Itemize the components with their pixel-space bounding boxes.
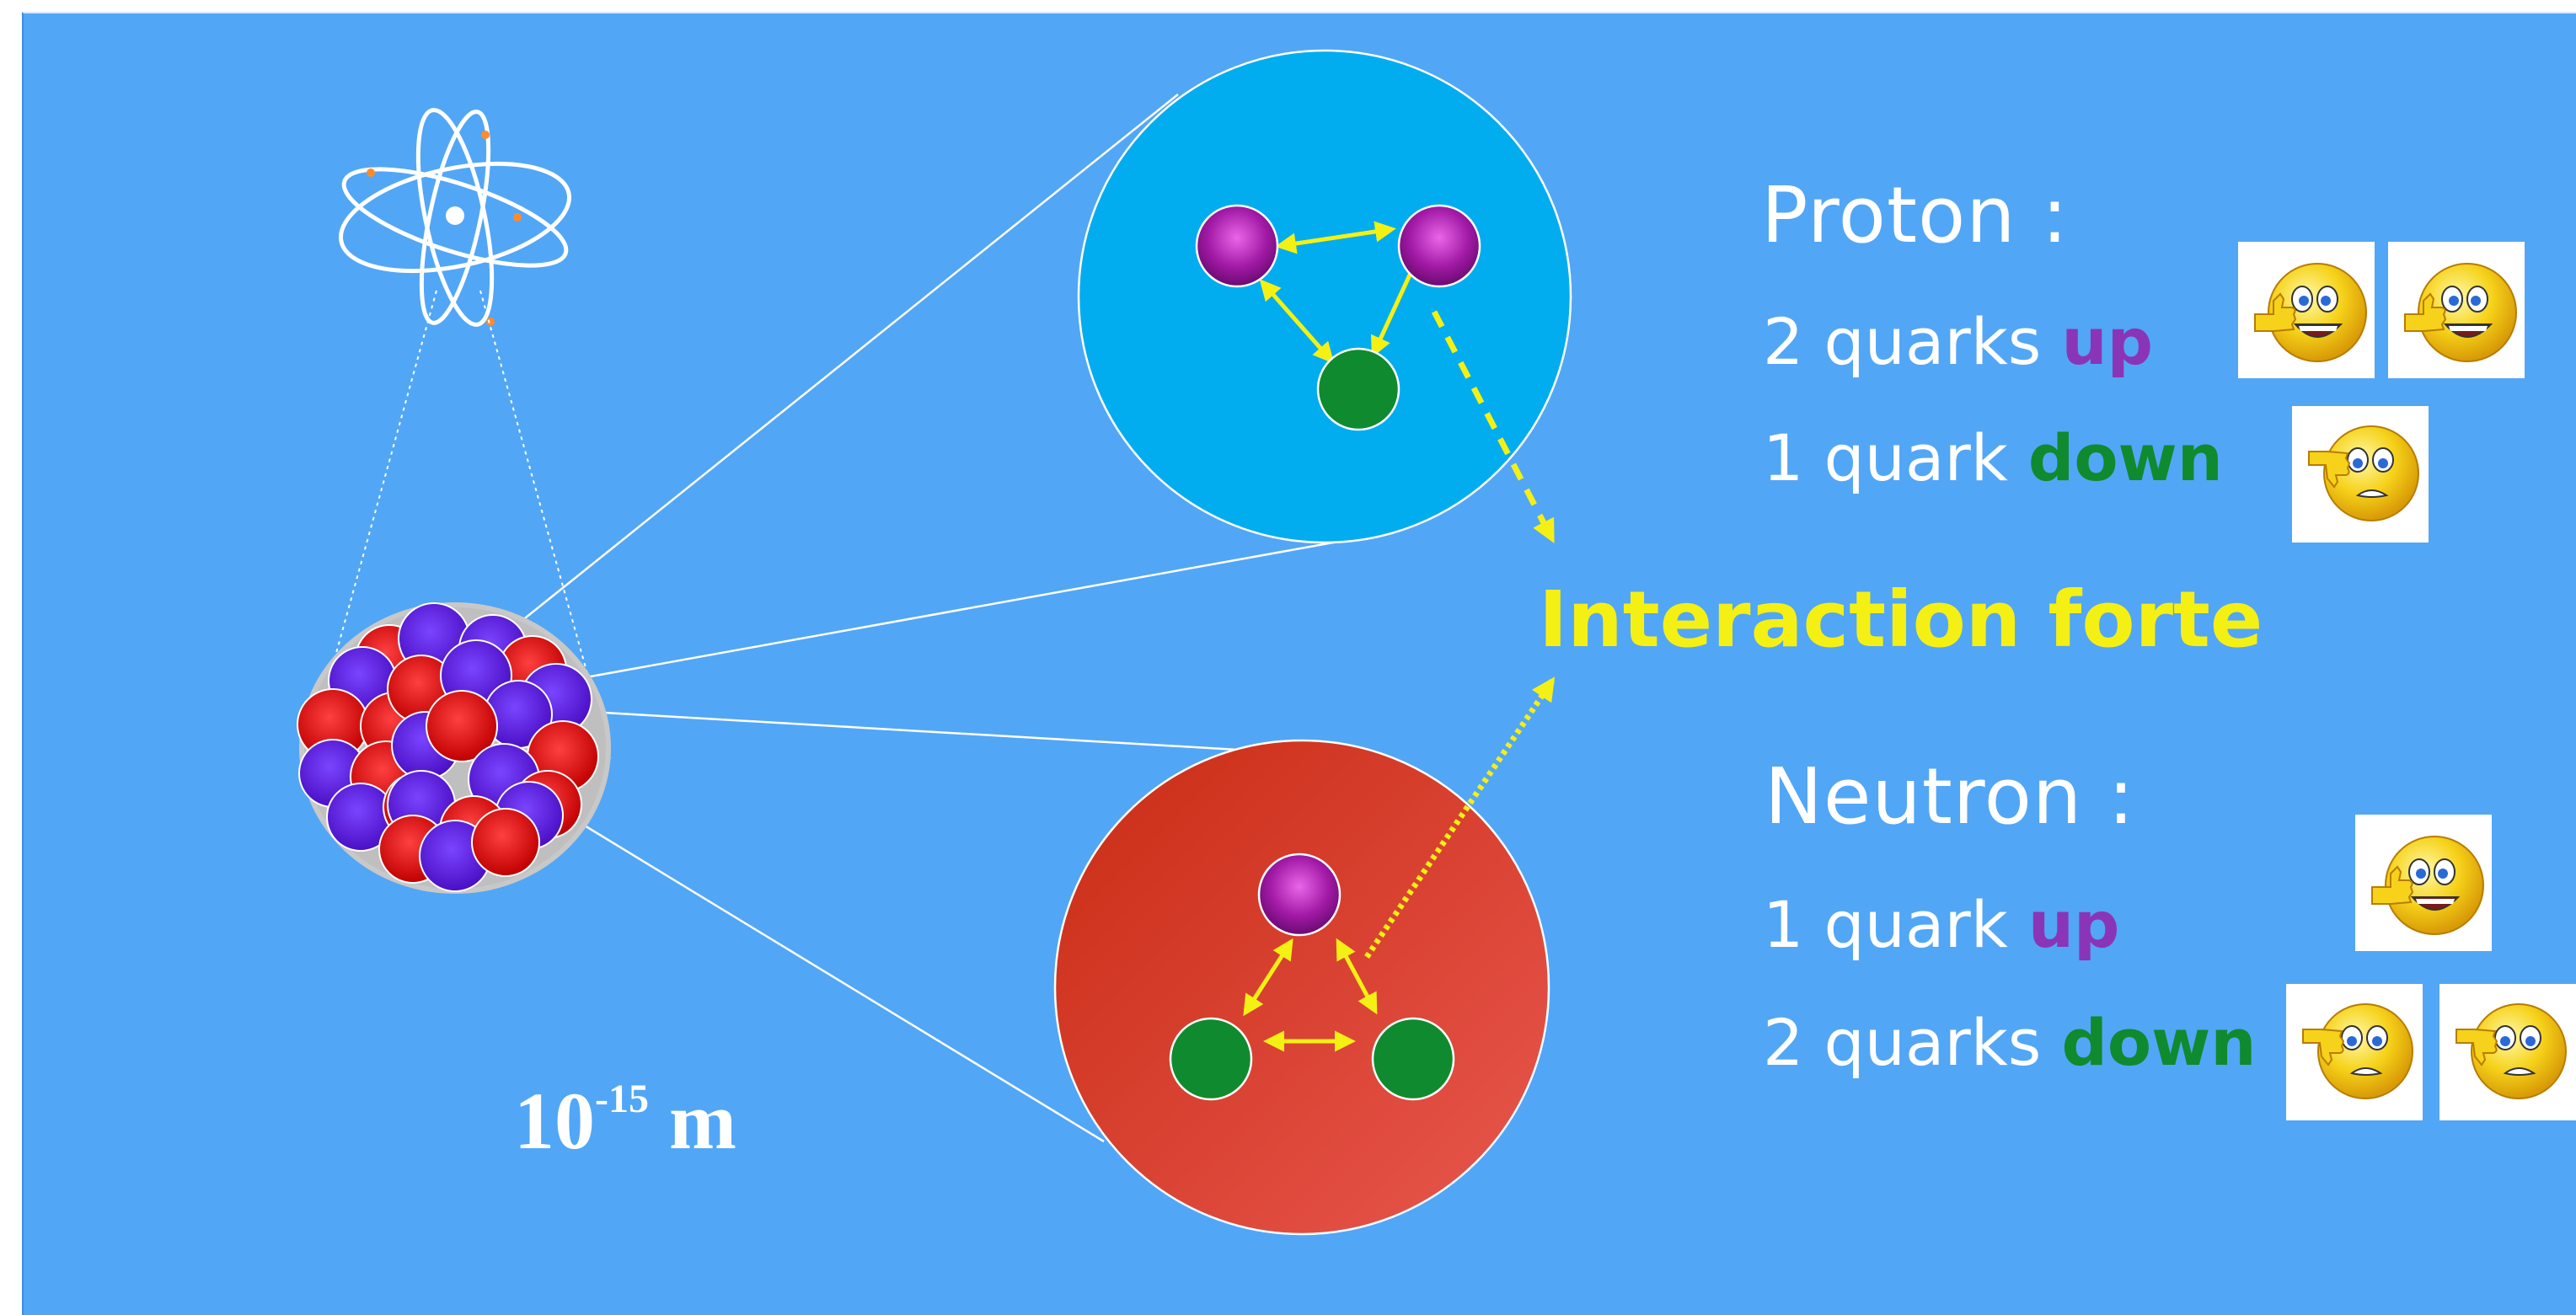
proton-up-quark-1 (1195, 204, 1279, 288)
scale-base: 10 (514, 1076, 595, 1166)
neutron-down-quark-2 (1371, 1017, 1455, 1101)
proton-title: Proton : (1761, 170, 2069, 260)
scale-unit: m (668, 1076, 736, 1166)
smiley-thumbs-up-icon (2388, 242, 2525, 378)
neutron-title: Neutron : (1765, 751, 2135, 842)
proton-up-quark-2 (1397, 204, 1481, 288)
neutron-down-line: 2 quarks down (1763, 1011, 2256, 1075)
proton-down-flavor: down (2027, 420, 2223, 495)
interaction-forte-label: Interaction forte (1539, 575, 2263, 665)
neutron-up-line: 1 quark up (1763, 893, 2119, 957)
smiley-thumbs-down-icon (2439, 984, 2576, 1120)
neutron-up-count: 1 quark (1763, 887, 2028, 962)
neutron-circle (1053, 739, 1550, 1236)
nucleus (297, 602, 611, 894)
neutron-down-quark-1 (1169, 1017, 1253, 1101)
neutron-down-count: 2 quarks (1763, 1005, 2062, 1080)
atom-icon (338, 108, 572, 327)
proton-down-count: 1 quark (1763, 420, 2028, 495)
scale-label: 10-15 m (514, 1079, 736, 1162)
smiley-thumbs-up-icon (2355, 815, 2492, 951)
proton-up-flavor: up (2061, 304, 2154, 379)
proton-up-line: 2 quarks up (1763, 310, 2153, 374)
smiley-thumbs-down-icon (2292, 406, 2429, 543)
smiley-thumbs-up-icon (2238, 242, 2375, 378)
proton-up-count: 2 quarks (1763, 304, 2062, 379)
proton-interaction-arrow (1431, 310, 1556, 543)
proton-down-line: 1 quark down (1763, 426, 2223, 490)
neutron-down-flavor: down (2061, 1005, 2257, 1080)
neutron-up-quark (1257, 853, 1342, 937)
neutron-up-flavor: up (2027, 887, 2120, 962)
scale-exponent: -15 (595, 1077, 649, 1121)
smiley-thumbs-down-icon (2286, 984, 2423, 1120)
proton-down-quark (1316, 347, 1400, 431)
proton-circle (1077, 49, 1572, 544)
neutron-gluon-arrows (1243, 938, 1378, 1052)
